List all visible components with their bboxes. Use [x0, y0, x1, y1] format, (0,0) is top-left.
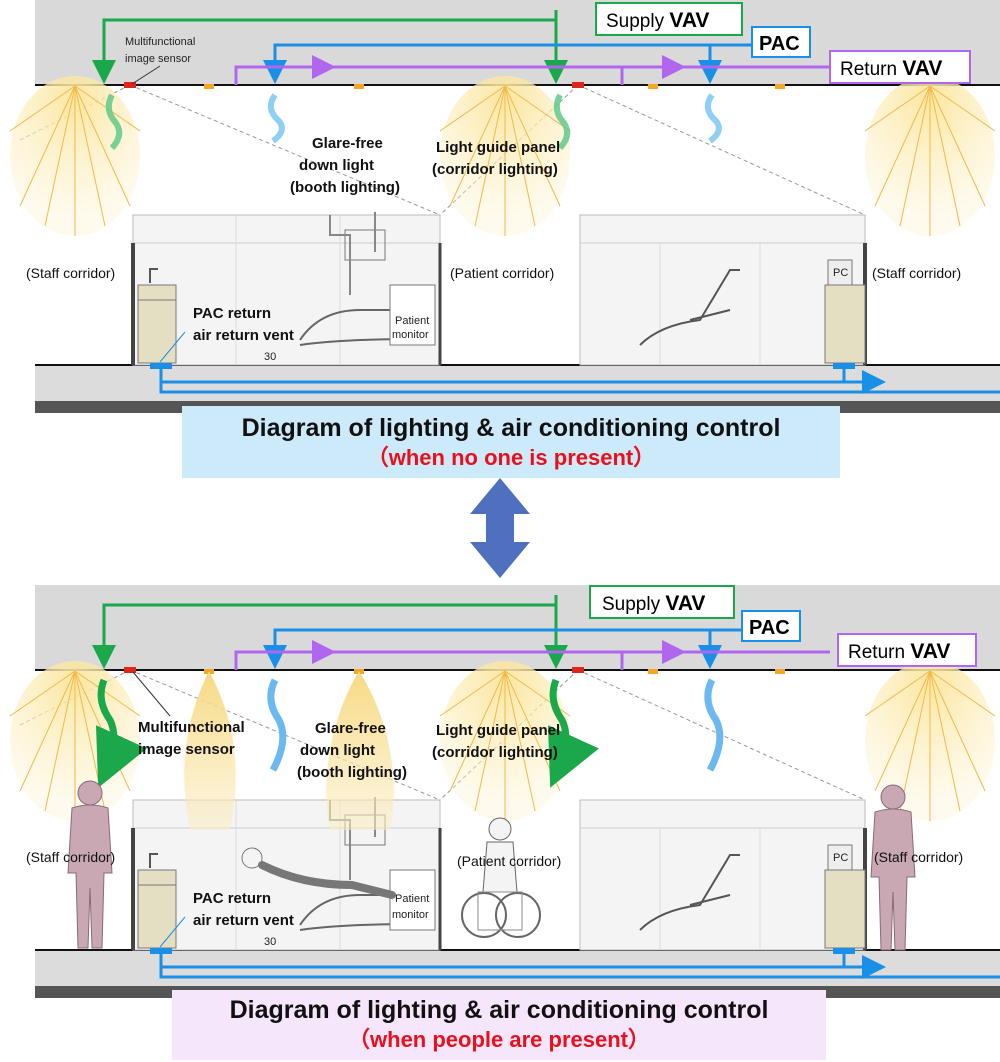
- staff-corridor-left-label: (Staff corridor): [26, 265, 115, 281]
- swap-arrow: [470, 478, 530, 578]
- person-in-chair: [241, 847, 396, 899]
- chair-number: 30: [264, 351, 276, 363]
- return-vav-label: Return VAV: [840, 57, 942, 80]
- supply-vav-box: [595, 2, 743, 36]
- pac-airflow-arrow: [267, 93, 285, 144]
- supply-vav-box: [589, 585, 735, 619]
- caption-bottom-subtitle: （when people are present）: [348, 1027, 650, 1052]
- pac-label: PAC: [759, 33, 800, 55]
- pac-return-label-line1: PAC return: [193, 305, 271, 322]
- supply-airflow-arrow: [95, 678, 147, 788]
- staff-corridor-right-label: (Staff corridor): [872, 265, 961, 281]
- glare-label-line2: down light: [300, 742, 375, 759]
- sensor-leader-line: [131, 65, 161, 85]
- supply-airflow-arrow: [105, 93, 123, 151]
- staff-corridor-left-label: (Staff corridor): [26, 849, 115, 865]
- supply-vav-label: Supply VAV: [606, 9, 709, 32]
- glare-label-line1: Glare-free: [312, 135, 383, 152]
- return-vent-leader: [159, 331, 186, 363]
- booth-downlight-cone: [326, 671, 394, 830]
- patient-corridor-label: (Patient corridor): [450, 265, 554, 281]
- person-staff-left: [67, 780, 113, 949]
- return-vav-box: [829, 50, 971, 84]
- glare-label-line3: (booth lighting): [297, 764, 407, 781]
- pac-return-label-line2: air return vent: [193, 912, 294, 929]
- caption-bottom-title: Diagram of lighting & air conditioning c…: [229, 996, 769, 1024]
- return-vav-box: [837, 633, 977, 667]
- glare-label-line3: (booth lighting): [290, 179, 400, 196]
- supply-airflow-arrow: [553, 93, 571, 151]
- sensor-label-line2: image sensor: [125, 53, 191, 65]
- sensor-leader-line: [132, 671, 171, 717]
- pac-box: [741, 610, 801, 642]
- pac-label: PAC: [749, 617, 790, 639]
- caption-top-title: Diagram of lighting & air conditioning c…: [241, 414, 781, 442]
- patient-corridor-label: (Patient corridor): [457, 853, 561, 869]
- corridor-light-right: [864, 75, 996, 237]
- sensor-label-line2: image sensor: [138, 741, 235, 758]
- glare-label-line1: Glare-free: [315, 720, 386, 737]
- person-wheelchair: [461, 817, 541, 938]
- chair-number: 30: [264, 936, 276, 948]
- corridor-light-left: [9, 75, 141, 237]
- corridor-light-center: [439, 75, 571, 237]
- glare-label-line2: down light: [299, 157, 374, 174]
- monitor-label-line2: monitor: [392, 329, 429, 341]
- caption-bottom: Diagram of lighting & air conditioning c…: [172, 990, 826, 1060]
- corridor-light-center: [439, 660, 571, 822]
- caption-top: Diagram of lighting & air conditioning c…: [182, 406, 840, 478]
- pac-airflow-arrow: [704, 678, 724, 772]
- guide-label-line2: (corridor lighting): [432, 744, 558, 761]
- pac-box: [751, 26, 811, 58]
- monitor-label-line1: Patient: [395, 893, 429, 905]
- pac-airflow-arrow: [704, 93, 722, 144]
- monitor-label-line2: monitor: [392, 909, 429, 921]
- guide-label-line2: (corridor lighting): [432, 161, 558, 178]
- monitor-label-line1: Patient: [395, 315, 429, 327]
- pc-label: PC: [833, 852, 848, 864]
- pac-return-label-line2: air return vent: [193, 327, 294, 344]
- guide-label-line1: Light guide panel: [436, 139, 560, 156]
- caption-top-subtitle: （when no one is present）: [366, 445, 656, 470]
- sensor-label-line1: Multifunctional: [138, 719, 245, 736]
- staff-corridor-right-label: (Staff corridor): [874, 849, 963, 865]
- person-staff-right: [870, 784, 916, 951]
- pac-return-label-line1: PAC return: [193, 890, 271, 907]
- pac-airflow-arrow: [267, 678, 287, 772]
- corridor-light-left: [9, 660, 141, 822]
- sensor-label-line1: Multifunctional: [125, 36, 195, 48]
- bottom-panel: Supply VAV PAC Return VAV Multifunctiona…: [9, 585, 1000, 998]
- return-vent-leader: [159, 916, 186, 948]
- supply-airflow-arrow: [547, 678, 599, 788]
- guide-label-line1: Light guide panel: [436, 722, 560, 739]
- supply-vav-label: Supply VAV: [602, 592, 705, 615]
- return-vav-label: Return VAV: [848, 640, 950, 663]
- booth-downlight-cone: [184, 671, 236, 830]
- top-panel: Supply VAV PAC Return VAV Multifunctiona…: [9, 0, 1000, 413]
- pc-label: PC: [833, 267, 848, 279]
